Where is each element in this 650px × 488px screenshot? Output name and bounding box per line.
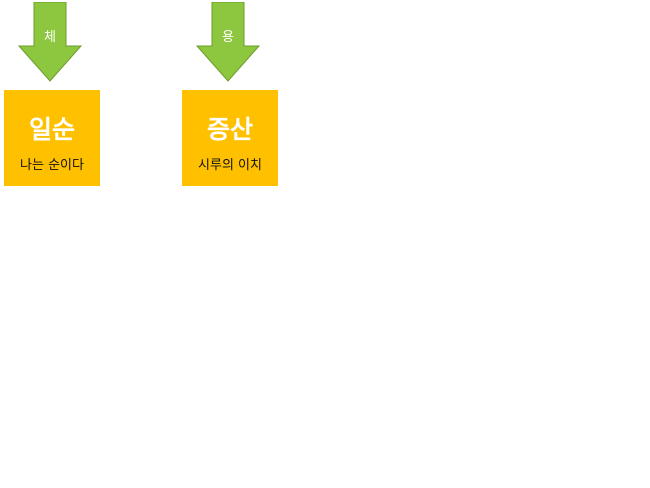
concept-box-left: 일순 나는 순이다 [4, 90, 100, 186]
down-arrow-icon [196, 2, 260, 82]
down-arrow-icon [18, 2, 82, 82]
box-title-right: 증산 [206, 115, 253, 144]
arrow-label-right: 용 [222, 30, 234, 45]
box-subtitle-left: 나는 순이다 [20, 158, 84, 173]
box-title-left: 일순 [28, 115, 75, 144]
down-arrow-left: 체 [18, 2, 82, 82]
down-arrow-right: 용 [196, 2, 260, 82]
concept-box-right: 증산 시루의 이치 [182, 90, 278, 186]
arrow-label-left: 체 [44, 30, 56, 45]
box-subtitle-right: 시루의 이치 [198, 158, 262, 173]
